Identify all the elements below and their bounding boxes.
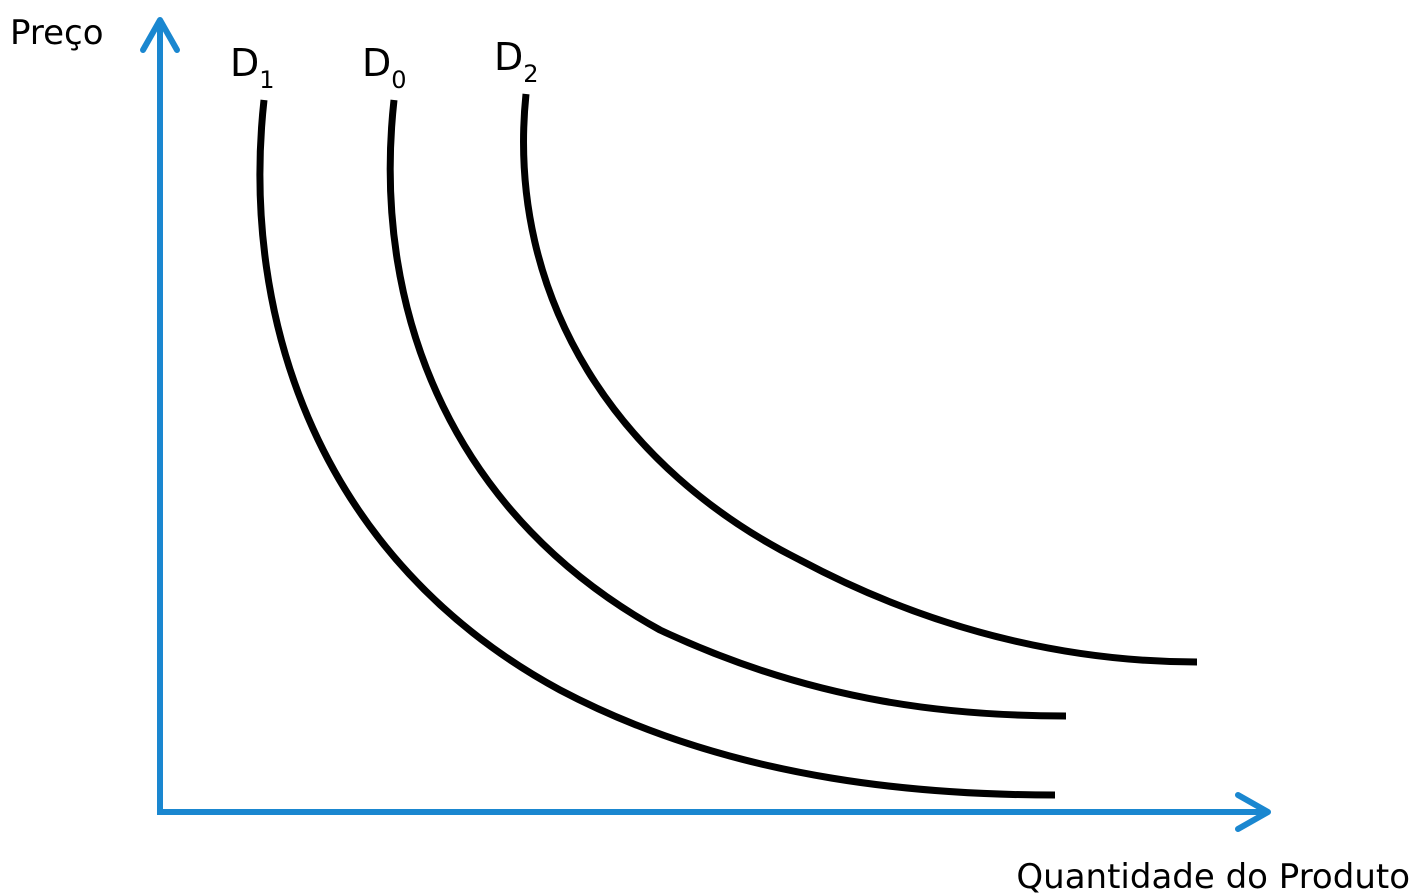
x-axis-arrowhead-icon [1235, 792, 1271, 832]
demand-curve-d2 [520, 93, 1198, 666]
curve-label-d1: D1 [230, 41, 275, 94]
curve-label-d2-subscript: 2 [523, 60, 538, 88]
y-axis-title: Preço [10, 13, 104, 53]
curve-label-d2: D2 [494, 35, 539, 88]
demand-curve-d0 [386, 99, 1067, 720]
curve-label-d0-letter: D [362, 41, 391, 85]
demand-curve-d1 [256, 99, 1056, 799]
curve-label-d2-letter: D [494, 35, 523, 79]
curve-label-d1-letter: D [230, 41, 259, 85]
y-axis-arrowhead-icon [140, 17, 180, 53]
curve-label-d1-subscript: 1 [259, 66, 274, 94]
curve-label-d0: D0 [362, 41, 407, 94]
x-axis-title: Quantidade do Produto [1016, 857, 1410, 895]
curve-label-d0-subscript: 0 [391, 66, 406, 94]
